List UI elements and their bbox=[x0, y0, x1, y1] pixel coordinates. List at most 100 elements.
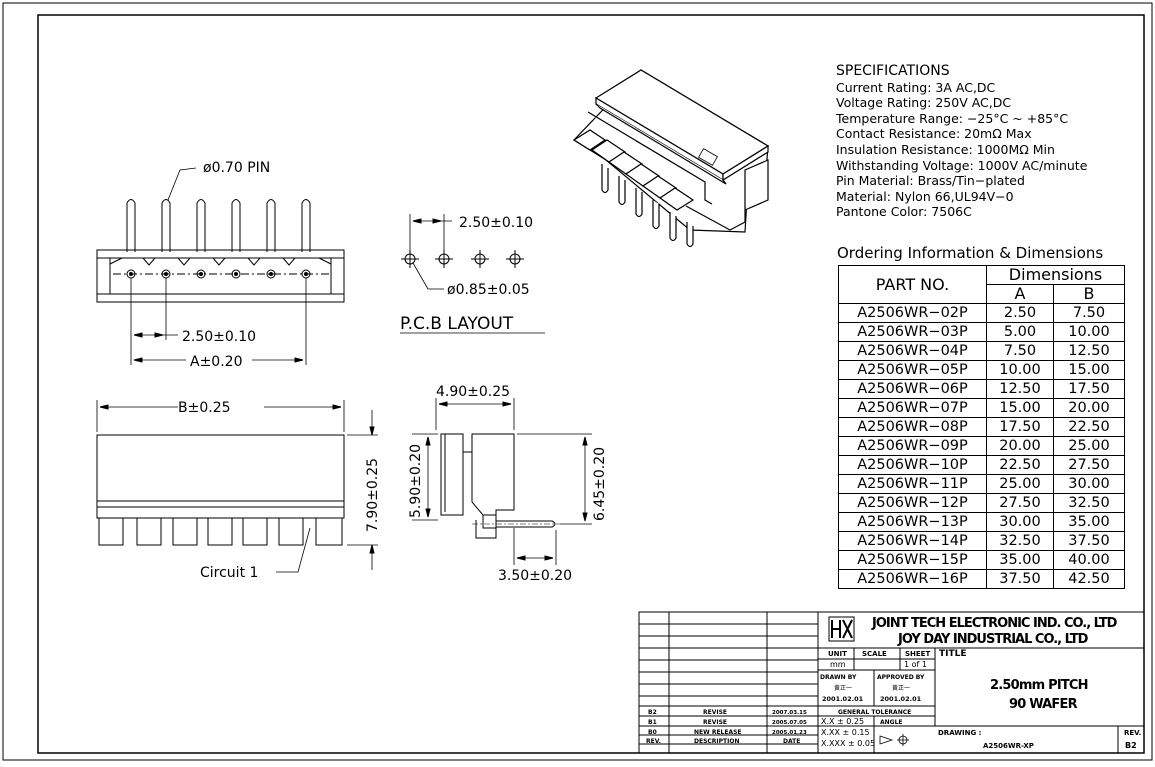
inner-border bbox=[37, 14, 1145, 754]
part-no-cell: A2506WR−10P bbox=[838, 455, 987, 475]
dim-a-cell: 5.00 bbox=[986, 322, 1054, 342]
tolerance-1: X.X ± 0.25 bbox=[821, 717, 864, 726]
spec-line: Current Rating: 3A AC,DC bbox=[836, 79, 996, 95]
dim-b-label: B±0.25 bbox=[178, 400, 231, 416]
dim-b-cell: 25.00 bbox=[1053, 436, 1125, 456]
part-no-cell: A2506WR−06P bbox=[838, 379, 987, 399]
sheet-value: 1 of 1 bbox=[904, 660, 927, 669]
spec-line: Insulation Resistance: 1000MΩ Min bbox=[836, 141, 1055, 157]
dim-a-cell: 22.50 bbox=[986, 455, 1054, 475]
dim-b-cell: 22.50 bbox=[1053, 417, 1125, 437]
tolerance-3: X.XXX ± 0.05 bbox=[821, 739, 875, 748]
side-350-label: 3.50±0.20 bbox=[498, 568, 572, 584]
pcb-holes bbox=[401, 250, 524, 268]
dim-b-cell: 35.00 bbox=[1053, 512, 1125, 532]
spec-line: Voltage Rating: 250V AC,DC bbox=[836, 95, 1012, 111]
pcb-hole-label: ø0.85±0.05 bbox=[447, 282, 530, 298]
pins-top bbox=[126, 199, 311, 252]
dim-a-cell: 10.00 bbox=[986, 360, 1054, 380]
part-no-header: PART NO. bbox=[838, 265, 987, 304]
dim-a-cell: 12.50 bbox=[986, 379, 1054, 399]
dim-a-cell: 32.50 bbox=[986, 531, 1054, 551]
dim-a-label: A±0.20 bbox=[190, 354, 242, 370]
rev-row-0-desc: REVISE bbox=[703, 709, 727, 716]
drawn-signature: 黄正一 bbox=[834, 684, 852, 692]
ordering-title: Ordering Information & Dimensions bbox=[837, 244, 1104, 262]
side-view bbox=[412, 398, 592, 565]
dim-b-cell: 30.00 bbox=[1053, 474, 1125, 494]
rev-header-desc: DESCRIPTION bbox=[694, 738, 740, 745]
dim-b-cell: 7.50 bbox=[1053, 303, 1125, 323]
approved-signature: 黄正一 bbox=[892, 684, 910, 692]
rev-header-rev: REV. bbox=[646, 738, 661, 745]
dim-a-cell: 30.00 bbox=[986, 512, 1054, 532]
dim-a-cell: 15.00 bbox=[986, 398, 1054, 418]
pcb-pitch-label: 2.50±0.10 bbox=[459, 215, 533, 231]
rev-row-0-date: 2007.03.15 bbox=[772, 710, 807, 716]
part-no-cell: A2506WR−04P bbox=[838, 341, 987, 361]
dim-a-cell: 17.50 bbox=[986, 417, 1054, 437]
dim-a-cell: 27.50 bbox=[986, 493, 1054, 513]
circuit1-label: Circuit 1 bbox=[200, 565, 258, 581]
drawing-number: A2506WR-XP bbox=[983, 742, 1034, 750]
dim-b-cell: 42.50 bbox=[1053, 569, 1125, 589]
part-no-cell: A2506WR−08P bbox=[838, 417, 987, 437]
front-body bbox=[96, 249, 345, 303]
spec-title: SPECIFICATIONS bbox=[836, 63, 950, 79]
rev-header-date: DATE bbox=[783, 738, 800, 745]
side-590-label: 5.90±0.20 bbox=[408, 444, 424, 518]
bottom-view bbox=[96, 400, 378, 573]
company-logo bbox=[828, 616, 855, 642]
sheet-label: SHEET bbox=[905, 650, 930, 658]
pcb-layout bbox=[400, 214, 545, 334]
part-no-cell: A2506WR−15P bbox=[838, 550, 987, 570]
company-name-1: JOINT TECH ELECTRONIC IND. CO., LTD bbox=[871, 616, 1118, 631]
bottom-body bbox=[96, 434, 345, 502]
dim-a-cell: 2.50 bbox=[986, 303, 1054, 323]
part-no-cell: A2506WR−11P bbox=[838, 474, 987, 494]
drawing-no-label: DRAWING : bbox=[938, 729, 982, 737]
col-a-header: A bbox=[986, 284, 1054, 304]
rev-row-1-desc: REVISE bbox=[703, 719, 727, 726]
part-no-cell: A2506WR−03P bbox=[838, 322, 987, 342]
pcb-layout-title: P.C.B LAYOUT bbox=[400, 314, 514, 334]
isometric-view bbox=[572, 69, 770, 248]
dim-b-cell: 37.50 bbox=[1053, 531, 1125, 551]
side-645-label: 6.45±0.20 bbox=[592, 447, 608, 521]
angle-label: ANGLE bbox=[880, 719, 903, 726]
dim-b-cell: 20.00 bbox=[1053, 398, 1125, 418]
dim-b-cell: 27.50 bbox=[1053, 455, 1125, 475]
part-no-cell: A2506WR−09P bbox=[838, 436, 987, 456]
rev-row-2-date: 2005.01.23 bbox=[772, 730, 807, 736]
unit-label: UNIT bbox=[828, 650, 847, 658]
title-label: TITLE bbox=[939, 649, 967, 659]
spec-line: Pin Material: Brass/Tin−plated bbox=[836, 173, 1025, 189]
spec-line: Contact Resistance: 20mΩ Max bbox=[836, 126, 1032, 142]
unit-value: mm bbox=[830, 660, 846, 669]
drawn-date: 2001.02.01 bbox=[822, 695, 864, 703]
rev-row-1-rev: B1 bbox=[648, 719, 657, 726]
dim-b-cell: 10.00 bbox=[1053, 322, 1125, 342]
part-no-cell: A2506WR−16P bbox=[838, 569, 987, 589]
table-header-row: PART NO. Dimensions bbox=[838, 265, 1125, 304]
rev-value: B2 bbox=[1125, 741, 1137, 750]
height-790-label: 7.90±0.25 bbox=[365, 458, 381, 532]
dim-a-cell: 25.00 bbox=[986, 474, 1054, 494]
part-no-cell: A2506WR−02P bbox=[838, 303, 987, 323]
rev-row-1-date: 2005.07.05 bbox=[772, 720, 807, 726]
dim-b-cell: 15.00 bbox=[1053, 360, 1125, 380]
dim-a-cell: 35.00 bbox=[986, 550, 1054, 570]
rev-row-2-rev: B0 bbox=[648, 729, 657, 736]
spec-line: Withstanding Voltage: 1000V AC/minute bbox=[836, 157, 1088, 173]
